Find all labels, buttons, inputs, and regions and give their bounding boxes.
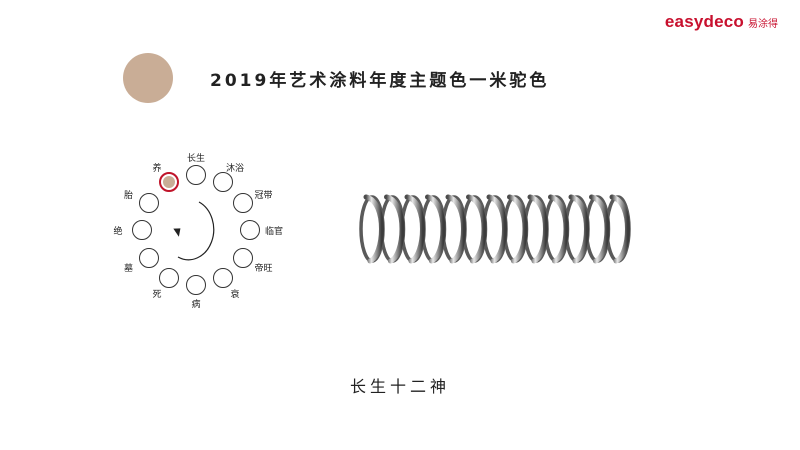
wheel-label: 长生 bbox=[187, 154, 206, 164]
spring-coil-front bbox=[445, 194, 466, 264]
spring-coil-front bbox=[609, 194, 630, 264]
metal-spring-image bbox=[359, 194, 631, 264]
wheel-circle bbox=[139, 247, 160, 268]
wheel-label: 墓 bbox=[123, 263, 133, 274]
wheel-circle bbox=[186, 165, 206, 185]
spring-coil-front bbox=[404, 194, 425, 264]
wheel-label: 养 bbox=[152, 163, 162, 174]
spring-coil-front bbox=[425, 194, 446, 264]
active-circle-fill bbox=[163, 176, 175, 189]
spring-coil-front bbox=[486, 194, 507, 264]
twelve-gods-wheel: 长生沐浴冠带临官帝旺衰病 死 墓 绝 胎 养 bbox=[105, 140, 295, 310]
logo-chinese-text: 易涂得 bbox=[748, 19, 778, 30]
wheel-label: 临官 bbox=[265, 227, 284, 237]
logo: easydeco 易涂得 bbox=[665, 12, 778, 32]
page-title: 2019年艺术涂料年度主题色一米驼色 bbox=[210, 71, 550, 91]
wheel-circle bbox=[232, 247, 253, 268]
wheel-circle bbox=[232, 192, 253, 213]
wheel-circle bbox=[186, 275, 206, 295]
wheel-label: 帝旺 bbox=[254, 263, 273, 274]
spring-coil-front bbox=[466, 194, 487, 264]
wheel-circle bbox=[132, 220, 152, 240]
spring-coil-front bbox=[363, 194, 384, 264]
logo-text: easydeco bbox=[664, 12, 744, 31]
wheel-circle bbox=[213, 267, 233, 288]
spring-coil-front bbox=[384, 194, 405, 264]
wheel-circle bbox=[213, 172, 233, 193]
wheel-label: 沐浴 bbox=[226, 163, 245, 174]
spring-coil-front bbox=[548, 194, 569, 264]
caption: 长生十二神 bbox=[349, 377, 450, 396]
wheel-label: 衰 bbox=[230, 290, 240, 301]
wheel-circle bbox=[159, 172, 179, 193]
wheel-label: 冠带 bbox=[254, 190, 273, 201]
wheel-label: 病 bbox=[191, 300, 201, 310]
spring-coil-front bbox=[568, 194, 589, 264]
wheel-label: 绝 bbox=[113, 227, 123, 237]
color-swatch bbox=[123, 53, 173, 103]
spring-coil-front bbox=[589, 194, 610, 264]
wheel-circle bbox=[240, 220, 260, 240]
wheel-circle bbox=[159, 267, 179, 288]
wheel-label: 胎 bbox=[123, 190, 133, 201]
wheel-label: 死 bbox=[152, 290, 162, 301]
spring-coil-front bbox=[507, 194, 528, 264]
spring-coil-front bbox=[527, 194, 548, 264]
wheel-circle bbox=[139, 192, 160, 213]
counterclockwise-arrow-icon bbox=[173, 201, 215, 261]
